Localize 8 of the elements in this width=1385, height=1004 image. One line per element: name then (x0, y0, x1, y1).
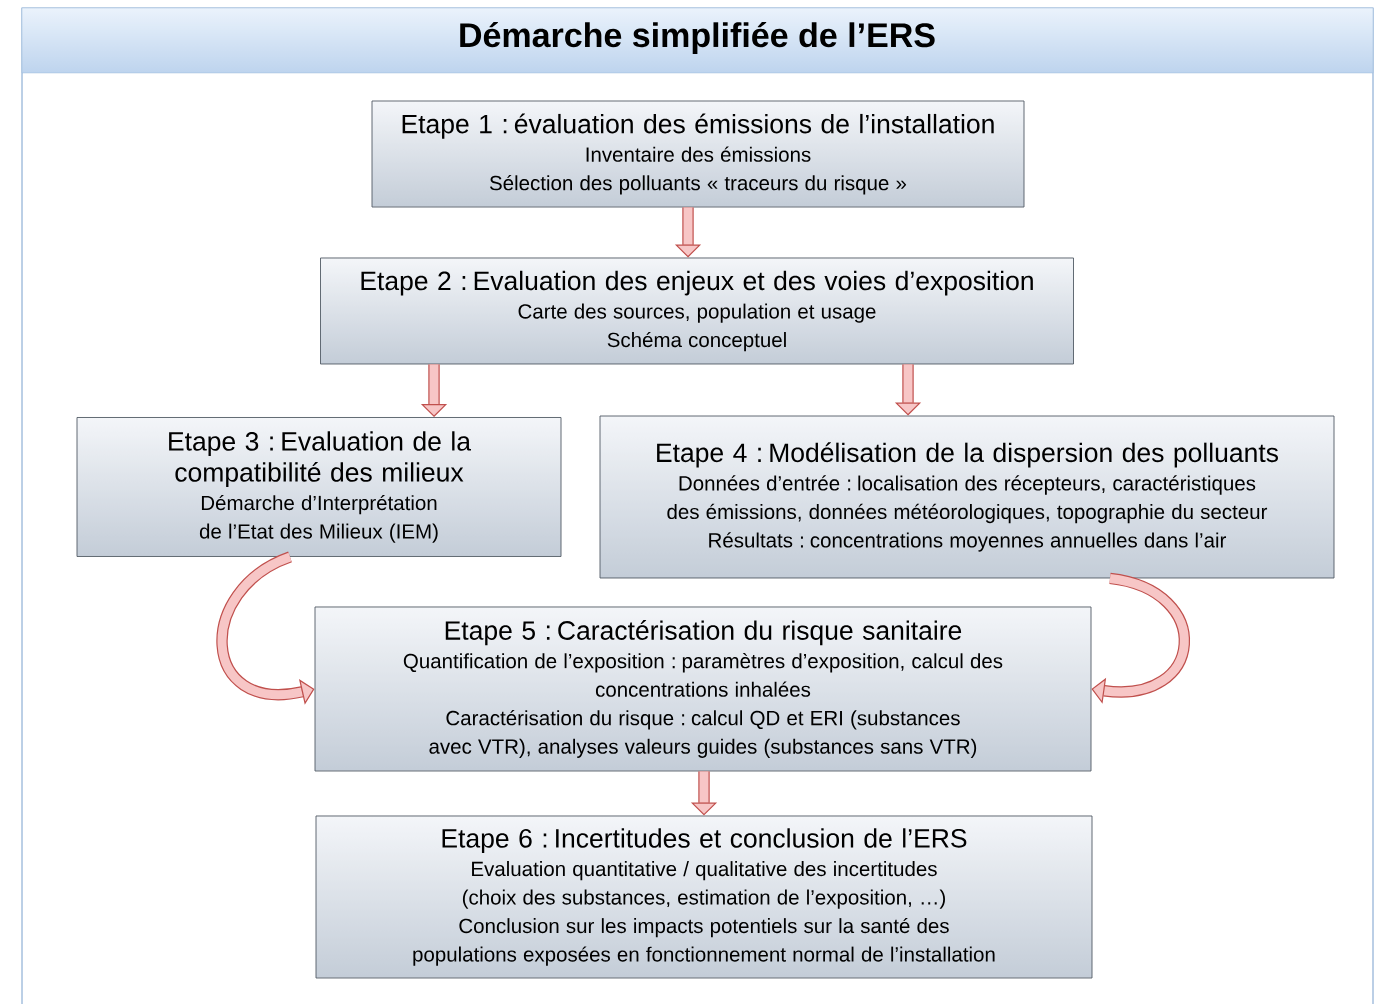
step-box: Etape 4 : Modélisation de la dispersion des polluants Données d’entrée : localisation des récepteurs, caractéristiques des émissions, données météorologiques, topographie du secteur Résultats : concentrations moyennes annuelles dans l’air (599, 415, 1335, 579)
step-box: Etape 3 : Evaluation de la compatibilité des milieux Démarche d’Interprétation de l’Etat des Milieux (IEM) (76, 417, 562, 557)
block-arrow (1091, 572, 1190, 704)
step-box: Etape 2 : Evaluation des enjeux et des voies d’exposition Carte des sources, population et usage Schéma conceptuel (320, 257, 1074, 365)
step-box: Etape 1 : évaluation des émissions de l’installation Inventaire des émissions Sélection des polluants « traceurs du risque » (371, 100, 1025, 208)
step-box: Etape 5 : Caractérisation du risque sanitaire Quantification de l’exposition : paramètres d’exposition, calcul des concentrations inhalées Caractérisation du risque : calcul QD et ERI (substances avec VTR), analyses valeurs guides (substances sans VTR) (314, 606, 1092, 772)
step-box: Etape 6 : Incertitudes et conclusion de l’ERS Evaluation quantitative / qualitative des incertitudes (choix des substances, estimation de l’exposition, …) Conclusion sur les impacts potentiels sur la santé des populations exposées en fonctionnement normal de l’installation (315, 815, 1093, 979)
title-bar: Démarche simplifiée de l’ERS (21, 7, 1374, 74)
